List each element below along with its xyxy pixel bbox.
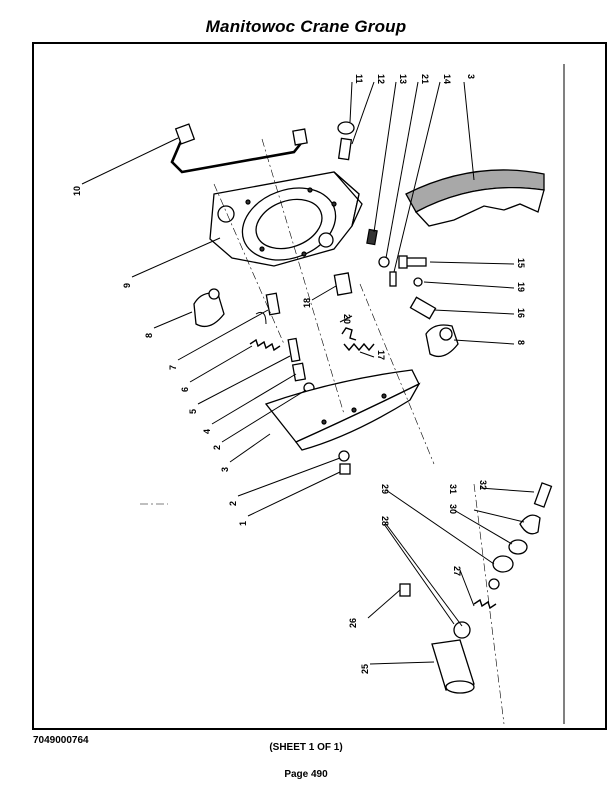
callout-5: 5	[188, 409, 198, 414]
part-top-hardware	[337, 121, 397, 287]
page-number: Page 490	[284, 769, 328, 780]
callout-3-lower: 3	[220, 467, 230, 472]
callout-27: 27	[452, 566, 462, 576]
callout-10: 10	[72, 186, 82, 196]
drawing-number: 7049000764	[33, 735, 89, 746]
callout-31: 31	[448, 484, 458, 494]
callout-14: 14	[442, 74, 452, 84]
callout-8-left: 8	[144, 333, 154, 338]
callout-29: 29	[380, 484, 390, 494]
part-washer-nut	[338, 450, 351, 475]
callout-4: 4	[202, 429, 212, 434]
part-actuator-left	[193, 288, 225, 328]
callout-19: 19	[516, 282, 526, 292]
callout-1: 1	[238, 521, 248, 526]
callout-25: 25	[360, 664, 370, 674]
callout-30: 30	[448, 504, 458, 514]
callout-16: 16	[516, 308, 526, 318]
callout-13: 13	[398, 74, 408, 84]
brake-assembly-diagram: 11 12 13 21 14 3 10 9 15 19 16 8 18 20 1…	[72, 64, 565, 725]
callout-6: 6	[180, 387, 190, 392]
part-wheel-cylinder-right	[409, 296, 459, 358]
part-brake-tube	[170, 123, 308, 174]
callout-12: 12	[376, 74, 386, 84]
callout-17: 17	[376, 350, 386, 360]
callout-9: 9	[122, 283, 132, 288]
callout-26: 26	[348, 618, 358, 628]
callout-labels: 11 12 13 21 14 3 10 9 15 19 16 8 18 20 1…	[72, 74, 526, 674]
callout-8-right: 8	[516, 340, 526, 345]
callout-2-upper: 2	[212, 445, 222, 450]
sheet-indicator: (SHEET 1 OF 1)	[269, 742, 343, 753]
leader-lines	[81, 81, 535, 665]
part-cylinder-assembly	[399, 482, 553, 694]
callout-32: 32	[478, 480, 488, 490]
callout-3-top: 3	[466, 74, 476, 79]
callout-7: 7	[168, 365, 178, 370]
part-bolt-washer	[398, 255, 427, 287]
part-brake-shoe-upper	[405, 169, 545, 227]
callout-2-lower: 2	[228, 501, 238, 506]
callout-21: 21	[420, 74, 430, 84]
callout-11: 11	[354, 74, 364, 84]
callout-18: 18	[302, 298, 312, 308]
page-title: Manitowoc Crane Group	[205, 17, 407, 36]
callout-20: 20	[342, 314, 352, 324]
part-backing-plate	[209, 171, 363, 267]
part-springs-pins	[249, 272, 375, 394]
diagram-frame: 11 12 13 21 14 3 10 9 15 19 16 8 18 20 1…	[32, 42, 607, 730]
callout-28: 28	[380, 516, 390, 526]
callout-15: 15	[516, 258, 526, 268]
part-brake-shoe-lower	[264, 369, 421, 451]
